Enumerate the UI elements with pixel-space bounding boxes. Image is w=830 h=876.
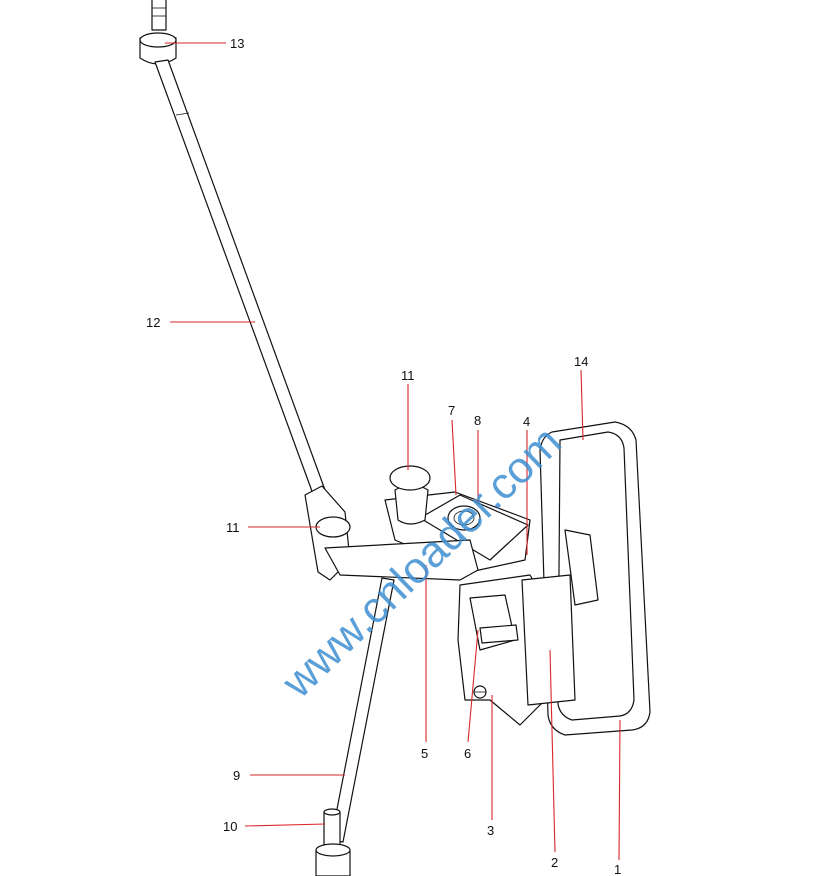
label-part-9: 9: [233, 768, 240, 783]
lever-5: [324, 539, 479, 581]
label-part-2: 2: [551, 855, 558, 870]
label-part-13: 13: [230, 36, 244, 51]
label-part-5: 5: [421, 746, 428, 761]
pin-10: [323, 811, 341, 846]
label-part-8: 8: [474, 413, 481, 428]
leader-lines: [165, 42, 621, 861]
crank-assembly: [315, 465, 531, 581]
upper-rod-12: [154, 59, 326, 495]
label-part-3: 3: [487, 823, 494, 838]
housing-14: [557, 431, 635, 721]
label-part-14: 14: [574, 354, 588, 369]
label-part-4: 4: [523, 414, 530, 429]
label-part-11-upper: 11: [401, 368, 415, 383]
pivot-11-lower: [315, 516, 351, 538]
label-part-7: 7: [448, 403, 455, 418]
top-pin: [151, 0, 167, 31]
label-part-12: 12: [146, 315, 160, 330]
lower-rod-assembly: [315, 577, 395, 876]
label-part-11-lower: 11: [226, 520, 240, 535]
label-part-10: 10: [223, 819, 237, 834]
pivot-11-upper: [394, 484, 429, 525]
lower-rod-9: [330, 577, 395, 843]
upper-rod-assembly: [139, 0, 351, 581]
motor-2: [521, 574, 576, 706]
label-part-1: 1: [614, 862, 621, 876]
label-part-6: 6: [464, 746, 471, 761]
motor-bracket: [457, 574, 576, 726]
